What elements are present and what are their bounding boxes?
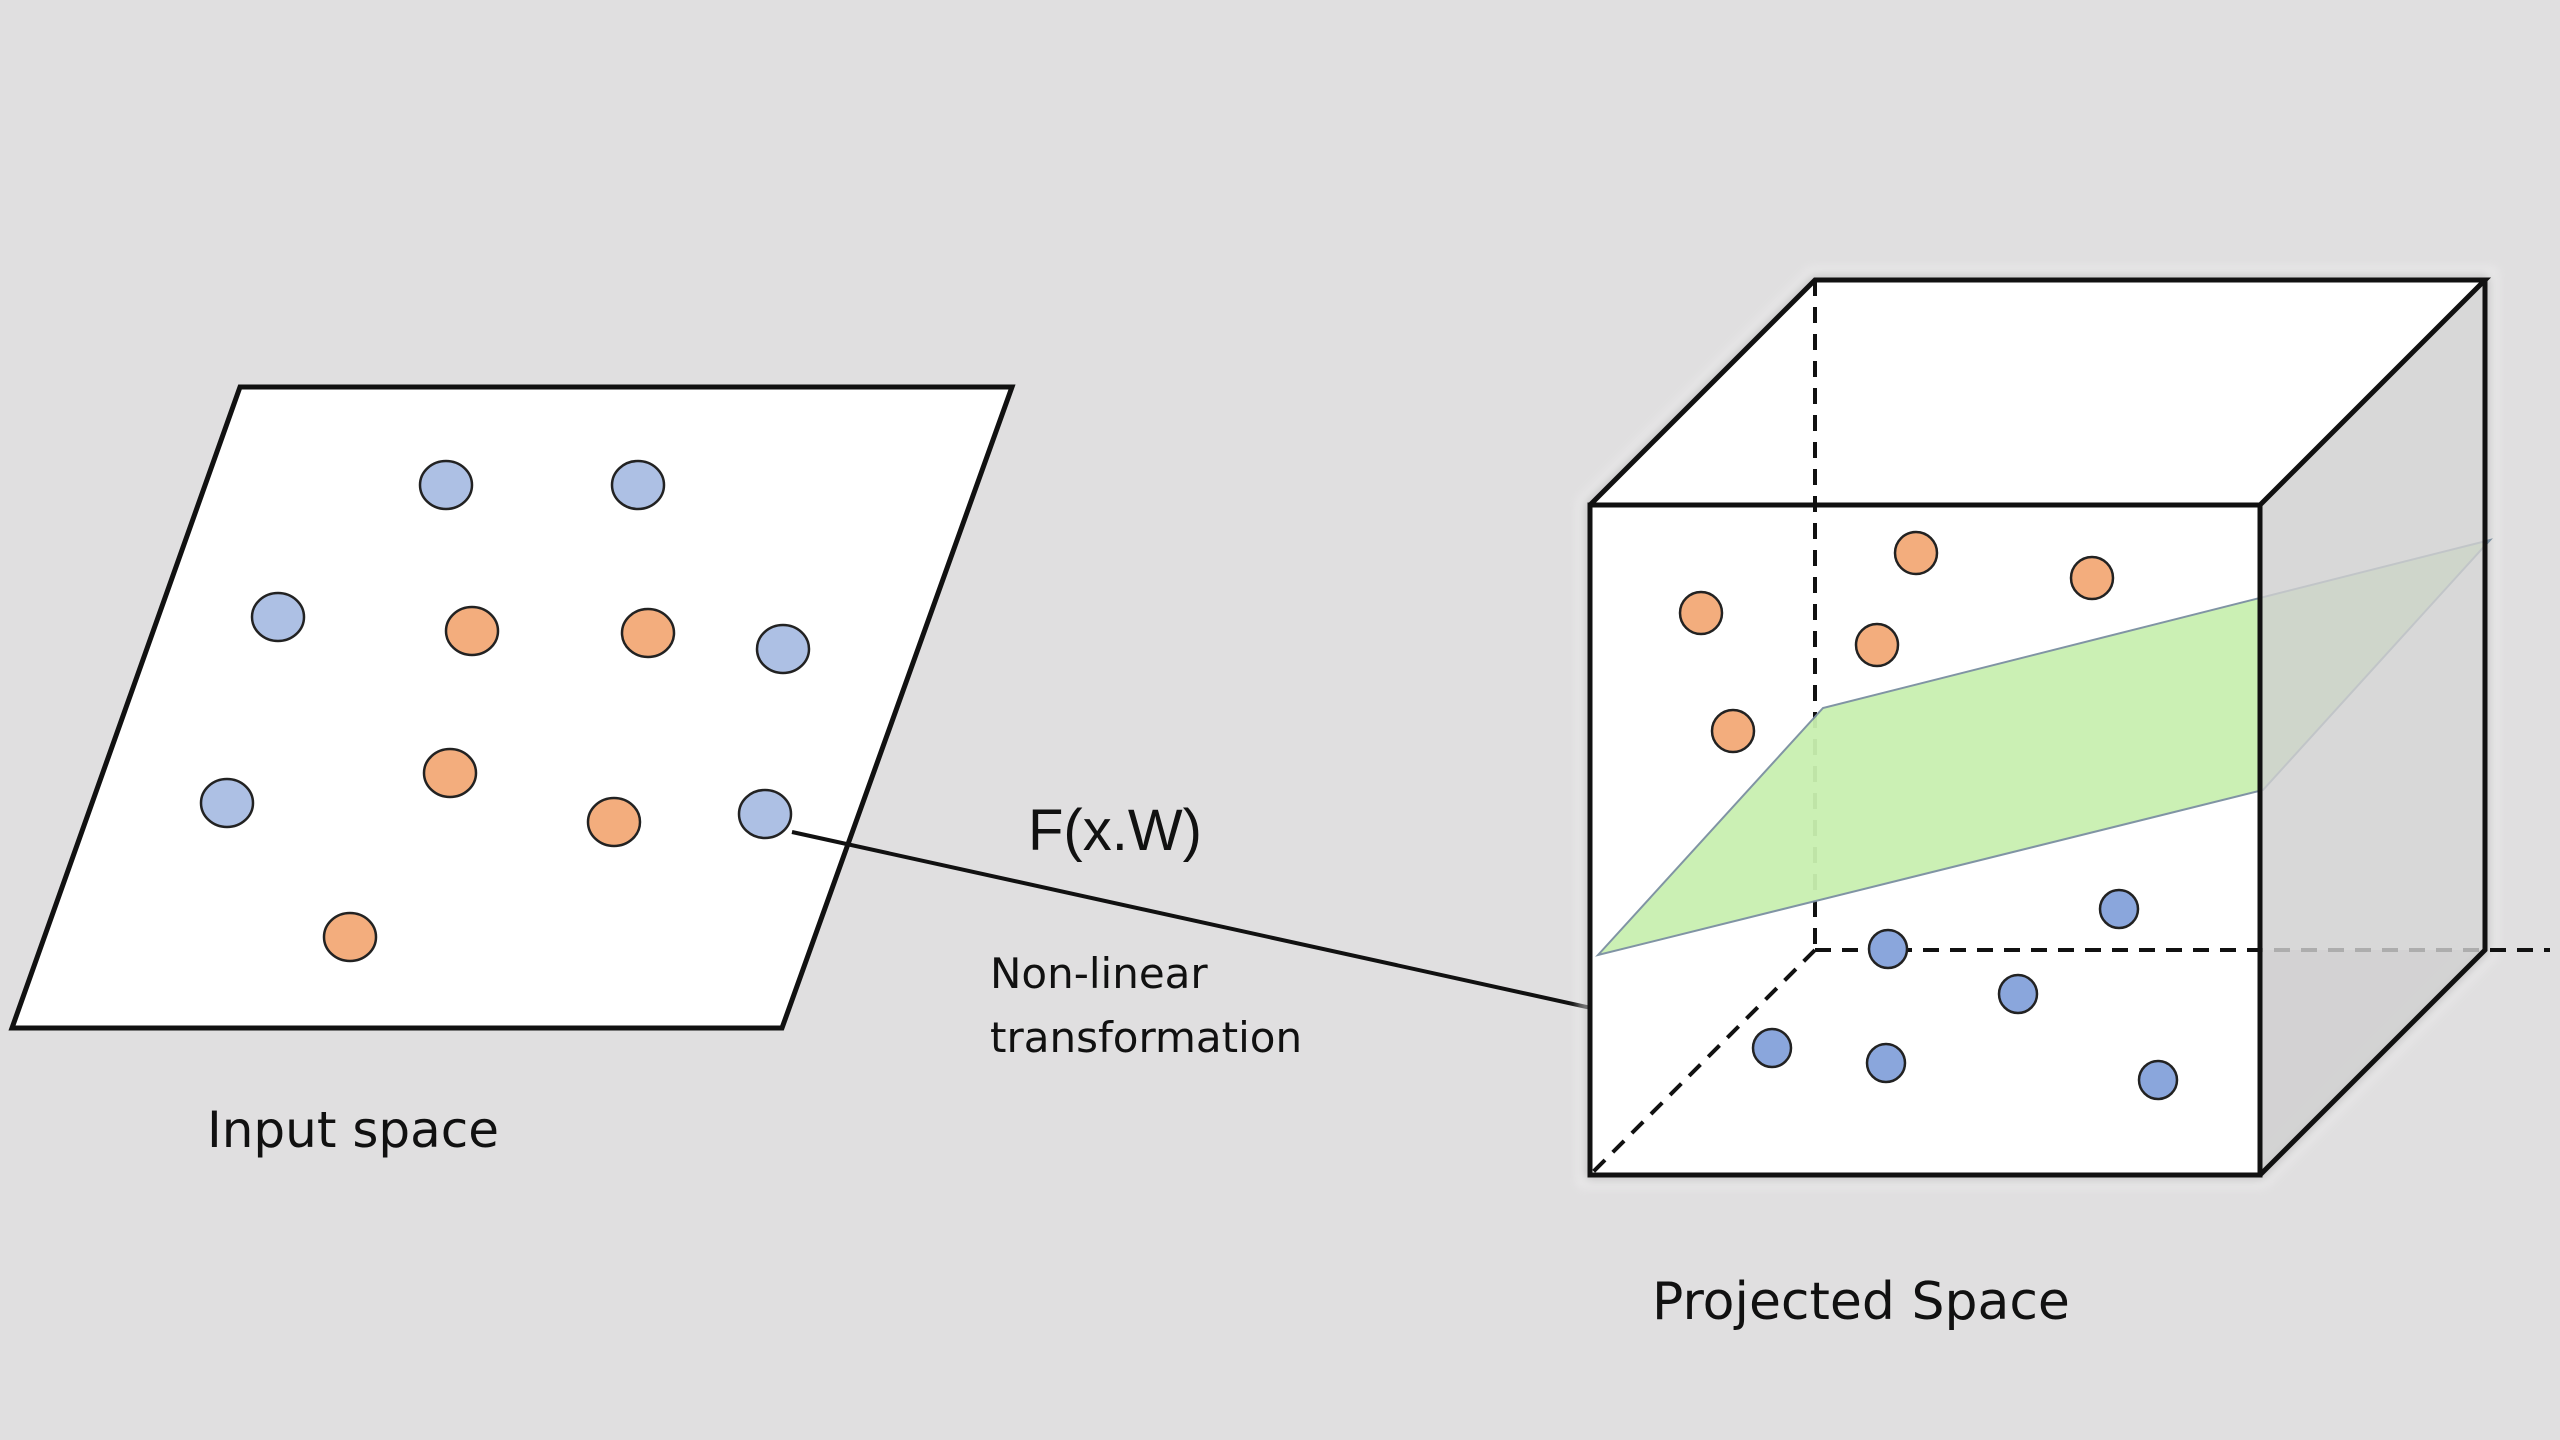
cube-hidden-edges [1588,280,2550,1177]
transformation: F(x.W) Non-linear transformation [791,798,1754,1062]
function-label: F(x.W) [1028,798,1202,863]
projected-point-orange [2069,555,2115,601]
input-point-blue [250,591,306,643]
projected-point-orange [1854,622,1900,668]
projected-point-blue [1997,973,2039,1015]
projected-point-orange [1893,530,1939,576]
input-space-plane [8,384,1016,1031]
input-point-blue [755,623,811,675]
input-point-orange [586,796,642,848]
projected-point-blue [2098,888,2140,930]
projected-points [1678,530,2179,1101]
projected-point-blue [1751,1027,1793,1069]
input-space-panel: Input space [8,384,1016,1159]
projected-point-orange [1678,590,1724,636]
projected-point-blue [2137,1059,2179,1101]
input-point-blue [199,777,255,829]
input-point-blue [418,459,474,511]
projected-space-cube: Projected Space [1579,269,2550,1332]
transformation-label-line1: Non-linear [990,949,1208,998]
projected-point-blue [1865,1042,1907,1084]
projected-space-label: Projected Space [1652,1272,2070,1332]
input-point-orange [422,747,478,799]
input-point-orange [444,605,500,657]
cube-visible-edges [1587,277,2492,1178]
projected-point-blue [1867,928,1909,970]
transformation-label-line2: transformation [990,1013,1302,1062]
input-space-label: Input space [207,1101,499,1159]
input-point-orange [322,911,378,963]
input-point-blue [737,788,793,840]
input-point-blue [610,459,666,511]
projected-point-orange [1710,708,1756,754]
cube-side-face [2260,280,2485,1175]
input-point-orange [620,607,676,659]
input-points [199,459,811,963]
